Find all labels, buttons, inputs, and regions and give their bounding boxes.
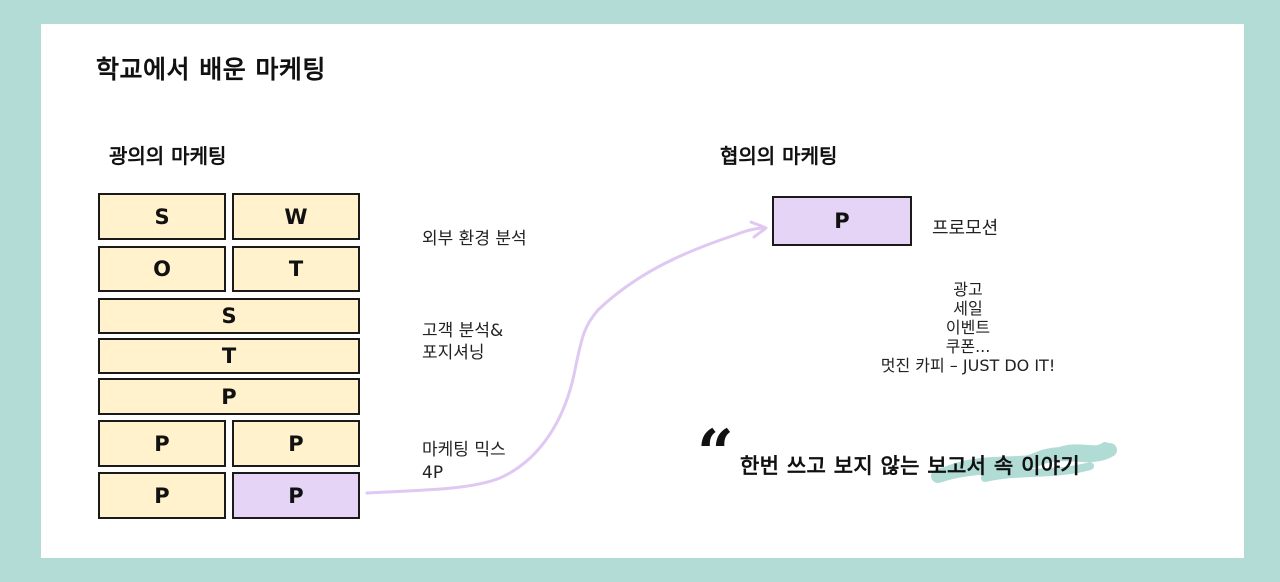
stp-s-box: S — [98, 298, 360, 334]
swot-w-box: W — [232, 193, 360, 240]
4p-product-box: P — [98, 420, 226, 467]
stp-annotation-line1: 고객 분석& — [422, 321, 504, 341]
stp-t-box: T — [98, 338, 360, 374]
quote-text: 한번 쓰고 보지 않는 보고서 속 이야기 — [740, 454, 1080, 478]
slide-title: 학교에서 배운 마케팅 — [96, 55, 326, 84]
stp-p-box: P — [98, 378, 360, 415]
4p-place-box: P — [98, 472, 226, 519]
example-item: 멋진 카피 – JUST DO IT! — [880, 356, 1056, 375]
broad-marketing-title: 광의의 마케팅 — [109, 144, 227, 168]
promotion-examples-list: 광고 세일 이벤트 쿠폰... 멋진 카피 – JUST DO IT! — [868, 280, 1068, 375]
example-item: 이벤트 — [945, 318, 991, 337]
promotion-box: P — [772, 196, 912, 246]
example-item: 세일 — [953, 299, 983, 318]
4p-price-box: P — [232, 420, 360, 467]
narrow-marketing-title: 협의의 마케팅 — [720, 144, 838, 168]
swot-t-box: T — [232, 246, 360, 292]
stp-annotation-line2: 포지셔닝 — [422, 343, 485, 363]
swot-o-box: O — [98, 246, 226, 292]
quote-mark-icon: “ — [697, 416, 734, 491]
example-item: 광고 — [953, 280, 983, 299]
mix-annotation-line2: 4P — [422, 463, 444, 483]
promotion-caption: 프로모션 — [932, 218, 999, 239]
example-item: 쿠폰... — [945, 337, 991, 356]
swot-annotation: 외부 환경 분석 — [422, 229, 527, 249]
swot-s-box: S — [98, 193, 226, 240]
mix-annotation-line1: 마케팅 믹스 — [422, 440, 506, 460]
4p-promotion-box: P — [232, 472, 360, 519]
